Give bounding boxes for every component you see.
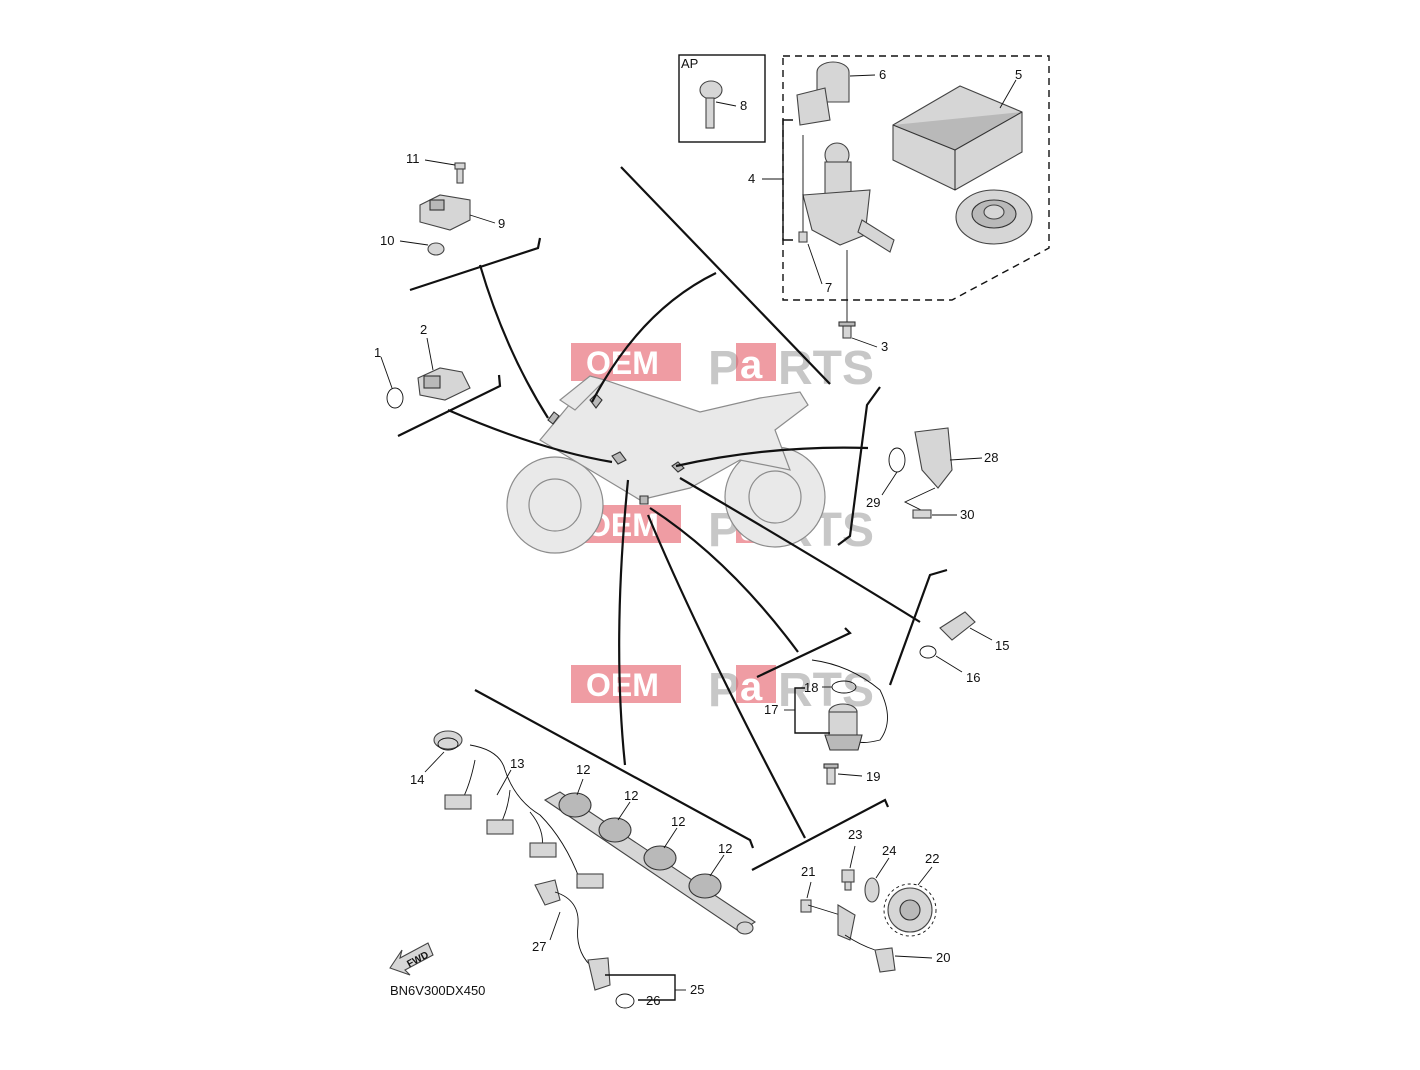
diagram-code: BN6V300DX450 xyxy=(390,983,485,998)
part-group-28-30: 28 29 30 xyxy=(866,427,998,522)
washer-icon xyxy=(864,877,880,903)
svg-text:RTS: RTS xyxy=(778,342,874,395)
svg-text:23: 23 xyxy=(848,827,862,842)
svg-text:12: 12 xyxy=(718,841,732,856)
bolt-icon xyxy=(912,509,932,519)
svg-text:18: 18 xyxy=(804,680,818,695)
bolt-icon xyxy=(841,869,855,891)
svg-text:28: 28 xyxy=(984,450,998,465)
svg-text:29: 29 xyxy=(866,495,880,510)
svg-text:12: 12 xyxy=(624,788,638,803)
grommet-icon xyxy=(427,242,445,256)
svg-text:12: 12 xyxy=(671,814,685,829)
svg-text:24: 24 xyxy=(882,843,896,858)
fuel-cap-icon xyxy=(955,189,1033,245)
part-group-25-27: 27 25 26 xyxy=(532,879,704,1009)
sprocket-icon xyxy=(883,883,937,937)
svg-text:19: 19 xyxy=(866,769,880,784)
crank-sensor-icon xyxy=(824,703,863,751)
svg-text:3: 3 xyxy=(881,339,888,354)
screw-icon xyxy=(454,162,466,184)
fwd-arrow-icon: FWD xyxy=(389,942,434,976)
main-switch-icon xyxy=(802,142,895,253)
part-group-1-2: 2 1 xyxy=(374,322,471,409)
svg-text:17: 17 xyxy=(764,702,778,717)
svg-text:27: 27 xyxy=(532,939,546,954)
svg-text:26: 26 xyxy=(646,993,660,1008)
svg-text:1: 1 xyxy=(374,345,381,360)
svg-text:OEM: OEM xyxy=(586,667,659,703)
motorcycle-silhouette xyxy=(506,375,826,554)
o-ring-icon xyxy=(615,993,635,1009)
svg-text:a: a xyxy=(740,665,763,709)
screw-icon xyxy=(838,321,856,339)
svg-text:9: 9 xyxy=(498,216,505,231)
svg-text:12: 12 xyxy=(576,762,590,777)
part-group-20-24: 23 24 22 21 20 xyxy=(800,827,950,973)
svg-text:10: 10 xyxy=(380,233,394,248)
sensor-lead-icon xyxy=(534,879,611,991)
o-ring-icon xyxy=(386,387,404,409)
svg-text:4: 4 xyxy=(748,171,755,186)
speed-sensor-icon xyxy=(837,904,896,973)
temp-sensor-icon xyxy=(939,611,976,641)
svg-text:22: 22 xyxy=(925,851,939,866)
svg-text:21: 21 xyxy=(801,864,815,879)
key-box: AP 8 xyxy=(678,54,766,143)
svg-text:30: 30 xyxy=(960,507,974,522)
part-3: 3 xyxy=(838,250,888,354)
ignition-coil-rail-icon xyxy=(543,791,756,935)
svg-text:13: 13 xyxy=(510,756,524,771)
key-icon xyxy=(699,80,723,129)
clamp-ring-icon xyxy=(433,730,463,751)
svg-text:6: 6 xyxy=(879,67,886,82)
part-group-15-16: 15 16 xyxy=(919,611,1009,685)
svg-text:RTS: RTS xyxy=(778,664,874,717)
svg-text:P: P xyxy=(708,342,740,395)
watermark-top: OEM P a RTS xyxy=(571,342,874,395)
svg-text:11: 11 xyxy=(406,151,420,166)
watermark-middle: OEM P a RTS xyxy=(571,504,874,557)
switch-sensor-icon xyxy=(417,367,471,401)
washer-icon xyxy=(919,645,937,659)
cover-icon xyxy=(914,427,953,489)
svg-text:a: a xyxy=(740,343,763,387)
sensor-bracket-icon xyxy=(419,194,471,231)
part-group-17-19: 18 17 19 xyxy=(764,659,888,785)
wire-harness-icon xyxy=(444,744,604,889)
svg-text:5: 5 xyxy=(1015,67,1022,82)
svg-text:AP: AP xyxy=(681,56,698,71)
svg-text:P: P xyxy=(708,664,740,717)
lock-cylinder-icon xyxy=(796,61,850,126)
svg-text:20: 20 xyxy=(936,950,950,965)
svg-text:OEM: OEM xyxy=(586,345,659,381)
svg-text:7: 7 xyxy=(825,280,832,295)
svg-text:2: 2 xyxy=(420,322,427,337)
bolt-icon xyxy=(823,763,839,785)
ignition-assembly: 6 5 7 4 xyxy=(748,55,1050,301)
svg-text:15: 15 xyxy=(995,638,1009,653)
svg-text:8: 8 xyxy=(740,98,747,113)
ecu-unit-icon xyxy=(892,85,1023,191)
section-brackets xyxy=(397,166,948,871)
part-group-9-11: 11 9 10 xyxy=(380,151,505,256)
o-ring-icon xyxy=(888,447,906,473)
watermark-bottom: OEM P a RTS xyxy=(571,664,874,717)
svg-text:25: 25 xyxy=(690,982,704,997)
bolt-icon xyxy=(798,231,808,243)
svg-text:14: 14 xyxy=(410,772,424,787)
svg-text:16: 16 xyxy=(966,670,980,685)
part-group-12-14: 14 13 12 12 12 12 xyxy=(410,730,756,935)
bolt-icon xyxy=(800,899,812,913)
